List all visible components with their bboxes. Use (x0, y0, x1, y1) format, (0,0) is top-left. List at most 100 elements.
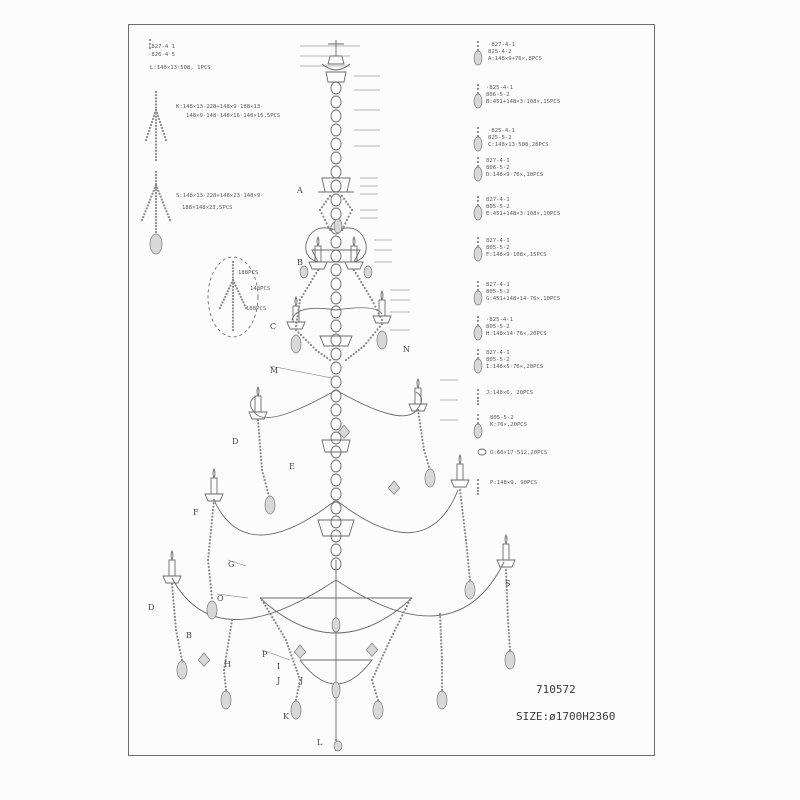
crystal-bead (267, 492, 270, 495)
crystal-bead (231, 276, 235, 279)
column-segment (330, 137, 342, 151)
crystal-bead (309, 280, 312, 284)
crystal-bead (157, 117, 161, 121)
crystal-bead (149, 123, 153, 127)
crystal-bead (327, 225, 330, 228)
part-letter: G (228, 560, 235, 569)
crystal-bead (224, 658, 227, 662)
crystal-bead (154, 212, 158, 216)
crystal-bead (440, 672, 444, 675)
crystal-bead (285, 641, 289, 645)
crystal-bead (476, 492, 480, 496)
crystal-bead (466, 552, 469, 555)
crystal-bead (161, 201, 165, 204)
crystal-bead (180, 655, 183, 658)
crystal-bead (476, 482, 480, 486)
part-letter: C (270, 322, 277, 331)
legend-sub: 805-5-2 (486, 245, 510, 251)
candle (254, 395, 262, 413)
crystal-bead (418, 418, 421, 422)
crystal-bead (295, 695, 298, 698)
crystal-bead (416, 408, 420, 412)
crystal-bead (421, 438, 424, 442)
tier-2-cup (311, 249, 361, 263)
crystal-bead (143, 213, 146, 216)
crystal-bead (426, 462, 430, 465)
crystal-bead (295, 318, 299, 321)
bobeche (496, 559, 516, 568)
crystal-bead (476, 48, 480, 52)
crystal-bead (476, 195, 480, 199)
column-segment (330, 165, 342, 179)
legend-code: ·825-4-1 (486, 317, 513, 323)
crystal-bead (393, 629, 396, 632)
crystal-bead (142, 215, 145, 219)
left-note-3-line2: 188×148×23,5PCS (182, 205, 233, 211)
crystal-bead (462, 522, 466, 525)
crystal-bead (476, 284, 480, 288)
crystal-bead (465, 545, 468, 548)
crystal-bead (154, 93, 158, 97)
crystal-bead (476, 236, 480, 240)
crystal-bead (160, 126, 164, 130)
crystal-bead (207, 565, 210, 569)
legend-desc: C:148×13·508,28PCS (488, 142, 549, 148)
crystal-bead (508, 648, 512, 652)
crystal-bead (440, 668, 444, 672)
crystal-bead (297, 685, 300, 688)
column-segment (330, 543, 342, 557)
crystal-pendant (376, 330, 388, 350)
crystal-bead (163, 204, 166, 207)
crystal-bead (371, 682, 375, 685)
crystal-bead (507, 628, 510, 632)
crystal-bead (421, 442, 425, 445)
crystal-bead (294, 328, 298, 332)
tier-3-cup (319, 335, 353, 347)
crystal-bead (241, 298, 244, 301)
crystal-bead (304, 289, 307, 293)
crystal-bead (378, 325, 381, 328)
crystal-bead (231, 294, 235, 298)
crystal-bead (221, 301, 224, 304)
crystal-bead (323, 354, 326, 358)
crystal-bead (276, 624, 279, 627)
arm-tier4-left (250, 389, 337, 419)
crystal-bead (476, 478, 480, 482)
crystal-bead (295, 669, 298, 672)
crystal-bead (171, 586, 174, 589)
crystal-bead (208, 542, 211, 545)
crystal-bead (465, 542, 468, 545)
crystal-bead (476, 240, 480, 244)
legend-code: 827-4-1 (486, 350, 510, 356)
crystal-bead (231, 316, 235, 319)
crystal-bead (504, 568, 508, 572)
legend-code: 827-4-1 (486, 158, 510, 164)
crystal-bead (358, 277, 361, 281)
crystal-pendant (473, 358, 483, 374)
crystal-bead (372, 685, 376, 688)
column-segment (330, 361, 342, 375)
model-number: 710572 (536, 683, 576, 696)
drawing-border (128, 24, 655, 756)
crystal-bead (154, 124, 158, 128)
crystal-bead (372, 302, 375, 305)
crystal-bead (154, 131, 158, 134)
crystal-bead (156, 186, 159, 190)
crystal-bead (439, 635, 443, 639)
crystal-bead (476, 348, 480, 352)
crystal-bead (360, 280, 363, 284)
crystal-bead (265, 485, 268, 488)
column-segment (330, 347, 342, 361)
crystal-bead (476, 40, 480, 44)
arm-tier5-right (335, 489, 459, 533)
crystal-bead (376, 698, 380, 702)
column-segment (330, 501, 342, 515)
crystal-bead (476, 399, 480, 403)
crystal-bead (266, 607, 269, 610)
legend-desc: H:148×14·76×,20PCS (486, 331, 547, 337)
crystal-bead (212, 502, 215, 505)
crystal-bead (172, 599, 175, 602)
crystal-bead (272, 618, 276, 622)
crystal-bead (231, 278, 235, 282)
